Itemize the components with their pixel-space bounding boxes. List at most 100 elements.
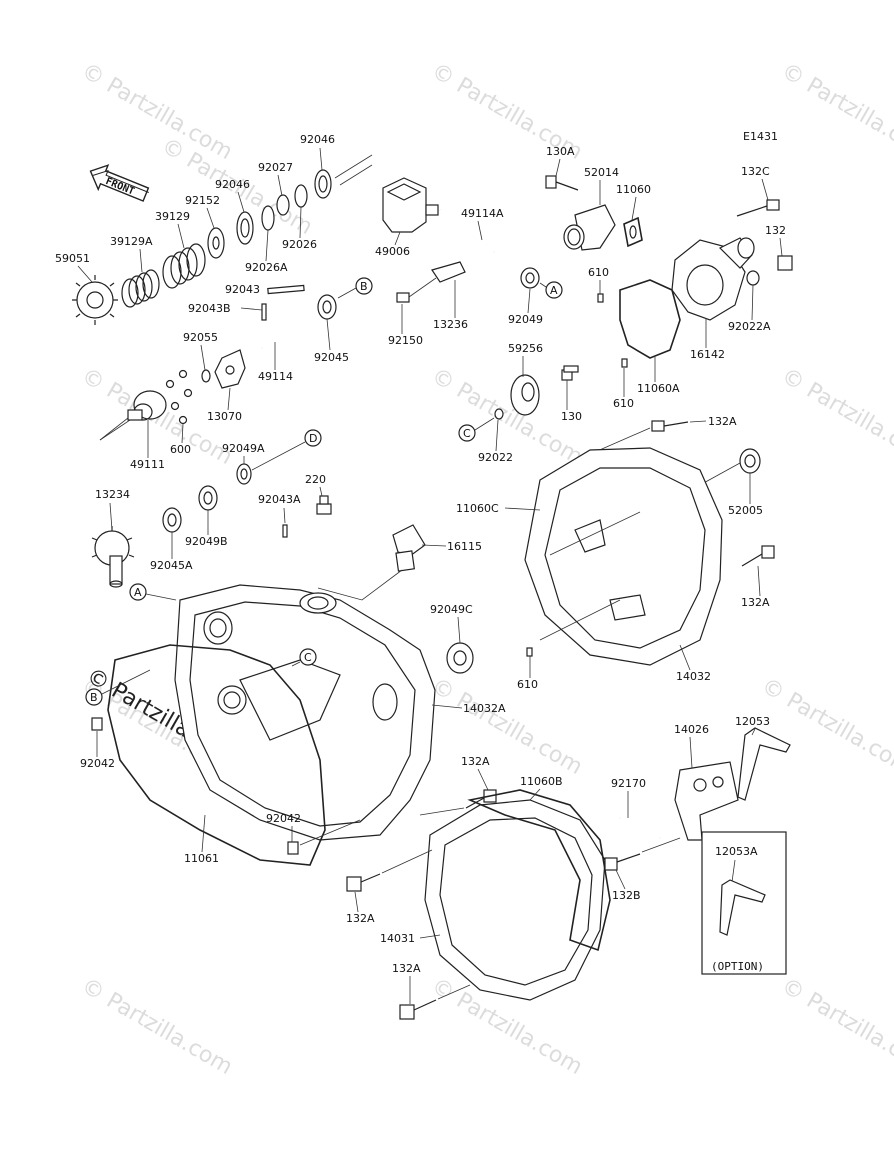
shaft-49114 [261, 316, 323, 350]
pump-shaft-group [72, 154, 373, 441]
watermark: © Partzilla.com [777, 364, 894, 471]
clutch-cover-14032 [524, 447, 723, 666]
pin-92043A [282, 524, 288, 538]
dowel-92042 [91, 717, 103, 731]
part-label: 13234 [95, 488, 130, 501]
bracket-12053A [719, 879, 766, 936]
gasket-11060A [619, 279, 681, 359]
part-label: 610 [588, 266, 609, 279]
part-label: 92049C [430, 603, 473, 616]
bracket-12053 [737, 727, 791, 801]
watermark: © Partzilla.com [777, 974, 894, 1081]
seal-92049B [198, 485, 218, 511]
shaft-49114A [439, 208, 495, 254]
part-label: 132A [708, 415, 737, 428]
part-label: 49006 [375, 245, 410, 258]
part-label: 92046 [300, 133, 335, 146]
impeller-59256 [510, 374, 540, 416]
part-label: 49114A [461, 207, 504, 220]
part-label: 52005 [728, 504, 763, 517]
bolt-130A [545, 175, 579, 191]
part-label: 92045A [150, 559, 193, 572]
watermark: © Partzilla.com [77, 59, 237, 166]
part-label: 132 [765, 224, 786, 237]
ref-marker-B2 [85, 688, 103, 706]
bolt-132A-low [346, 873, 381, 892]
bolt-130 [561, 365, 579, 381]
part-label: 52014 [584, 166, 619, 179]
seal-92049C [446, 642, 474, 674]
bolt-92150 [396, 292, 410, 303]
ref-marker-D: D [309, 432, 317, 445]
part-label: 92022A [728, 320, 771, 333]
spring-39129A [121, 269, 160, 308]
bolt-132A-bottom [399, 999, 437, 1020]
watermark: © Partzilla.com [77, 974, 237, 1081]
dowel-92042b [287, 841, 299, 855]
part-label: 610 [517, 678, 538, 691]
pin-92043B [261, 303, 267, 321]
washer-92026 [294, 184, 308, 208]
washer-92022 [494, 408, 504, 420]
part-label: 92045 [314, 351, 349, 364]
washer-92026A [261, 205, 275, 231]
part-label: 13070 [207, 410, 242, 423]
gasket-11060 [623, 216, 643, 248]
dowel-610b [621, 358, 628, 368]
part-label: 92150 [388, 334, 423, 347]
part-label: 92152 [185, 194, 220, 207]
diagram-id: E1431 [743, 130, 778, 143]
option-box: 12053A (OPTION) [701, 831, 787, 975]
part-label: 92170 [611, 777, 646, 790]
shaft-49111 [127, 390, 167, 421]
part-label: 610 [613, 397, 634, 410]
part-label: 130 [561, 410, 582, 423]
part-label: 132A [346, 912, 375, 925]
ref-marker-B: B [337, 277, 373, 299]
gasket-11060B [467, 789, 611, 952]
part-label: 130A [546, 145, 575, 158]
part-label: 92046 [215, 178, 250, 191]
elbow-52014 [563, 204, 616, 251]
bracket-13236 [431, 261, 466, 283]
svg-text:B: B [90, 691, 98, 704]
gasket-11061 [107, 644, 326, 866]
plate-92170 [619, 816, 661, 840]
ball-600 [178, 369, 188, 379]
option-label: (OPTION) [711, 960, 764, 973]
part-label: 14026 [674, 723, 709, 736]
pump-cover-16142 [671, 237, 755, 321]
svg-text:B: B [360, 280, 368, 293]
magneto-cover-14031 [424, 799, 606, 1001]
bolt-220 [316, 495, 332, 515]
part-label: 39129 [155, 210, 190, 223]
part-label: 132A [741, 596, 770, 609]
part-label: 92055 [183, 331, 218, 344]
part-label: 132C [741, 165, 770, 178]
washer-92027 [276, 194, 290, 216]
watermark: © Partzilla.com [427, 674, 587, 781]
svg-text:A: A [550, 284, 558, 297]
svg-text:C: C [463, 427, 471, 440]
housing-49006 [382, 177, 439, 233]
part-label: 11060C [456, 502, 499, 515]
dowel-610 [597, 293, 604, 303]
seal-92049A: D [236, 429, 322, 485]
svg-text:C: C [304, 651, 312, 664]
bearing-92045A [162, 507, 182, 533]
part-label: 220 [305, 473, 326, 486]
oring-92055 [201, 369, 211, 383]
seal-52005 [739, 448, 761, 474]
plate-14026 [674, 761, 739, 841]
pin-92043 [267, 284, 305, 295]
part-label: 14032A [463, 702, 506, 715]
part-label: 59051 [55, 252, 90, 265]
watermark: © Partzilla.com [757, 674, 894, 781]
part-label: 92026 [282, 238, 317, 251]
part-label: 92042 [266, 812, 301, 825]
part-label: 92049A [222, 442, 265, 455]
washer-92022A [746, 270, 760, 286]
part-label: 92027 [258, 161, 293, 174]
dowel-610c [526, 647, 533, 657]
